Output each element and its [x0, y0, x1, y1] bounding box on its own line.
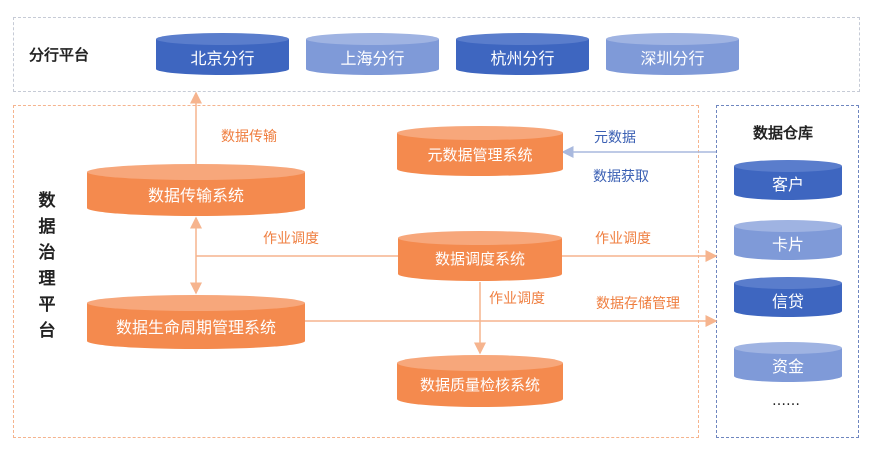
- warehouse-funds: 资金: [734, 342, 842, 382]
- label-metadata: 元数据: [594, 130, 636, 146]
- branch-platform-frame: [13, 17, 860, 92]
- governance-platform-title: 数 据 治 理 平 台: [38, 191, 56, 341]
- label-job-schedule-down: 作业调度: [489, 291, 545, 307]
- label-data-transfer: 数据传输: [221, 129, 277, 145]
- system-data-lifecycle: 数据生命周期管理系统: [87, 295, 305, 349]
- label-data-fetch: 数据获取: [593, 169, 649, 185]
- warehouse-credit: 信贷: [734, 277, 842, 317]
- system-data-transfer: 数据传输系统: [87, 164, 305, 216]
- system-metadata-mgmt: 元数据管理系统: [397, 126, 563, 176]
- branch-shanghai: 上海分行: [306, 33, 439, 75]
- warehouse-frame: [716, 105, 859, 438]
- system-data-scheduling: 数据调度系统: [398, 231, 562, 281]
- branch-platform-title: 分行平台: [29, 46, 90, 64]
- label-job-schedule-right: 作业调度: [595, 231, 651, 247]
- warehouse-customer: 客户: [734, 160, 842, 200]
- warehouse-more: ……: [772, 393, 800, 409]
- label-storage-mgmt: 数据存储管理: [596, 296, 680, 312]
- warehouse-card: 卡片: [734, 220, 842, 260]
- branch-shenzhen: 深圳分行: [606, 33, 739, 75]
- label-job-schedule-left: 作业调度: [263, 231, 319, 247]
- warehouse-title: 数据仓库: [753, 124, 814, 142]
- branch-hangzhou: 杭州分行: [456, 33, 589, 75]
- governance-platform-frame: [13, 105, 699, 438]
- branch-beijing: 北京分行: [156, 33, 289, 75]
- system-data-quality: 数据质量检核系统: [397, 355, 563, 407]
